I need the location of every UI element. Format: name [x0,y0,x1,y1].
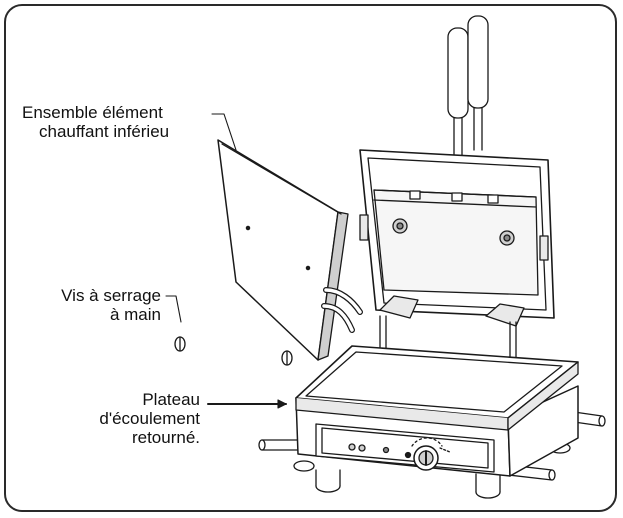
upper-lid [359,149,555,361]
hand-screws-label: Vis à serrage à main [24,286,161,324]
heating-element-label: Ensemble élément chauffant inférieu [22,103,169,141]
heating-element-label-line2: chauffant inférieu [39,122,170,141]
hand-screws-label-line1: Vis à serrage [61,286,161,305]
drip-tray-label-line1: Plateau [142,390,200,409]
leader-lines [165,113,287,409]
hand-screw-right [281,350,293,366]
heating-element-plate [217,139,363,361]
drip-tray-label-line2: d'écoulement [99,409,200,428]
grill-base [258,345,606,499]
drip-tray-label: Plateau d'écoulement retourné. [56,390,200,447]
hand-screw-left [174,336,186,352]
hand-screws-label-line2: à main [109,305,161,324]
heating-element-label-line1: Ensemble élément [22,103,163,122]
drip-tray-label-line3: retourné. [131,428,200,447]
handles [447,15,489,161]
